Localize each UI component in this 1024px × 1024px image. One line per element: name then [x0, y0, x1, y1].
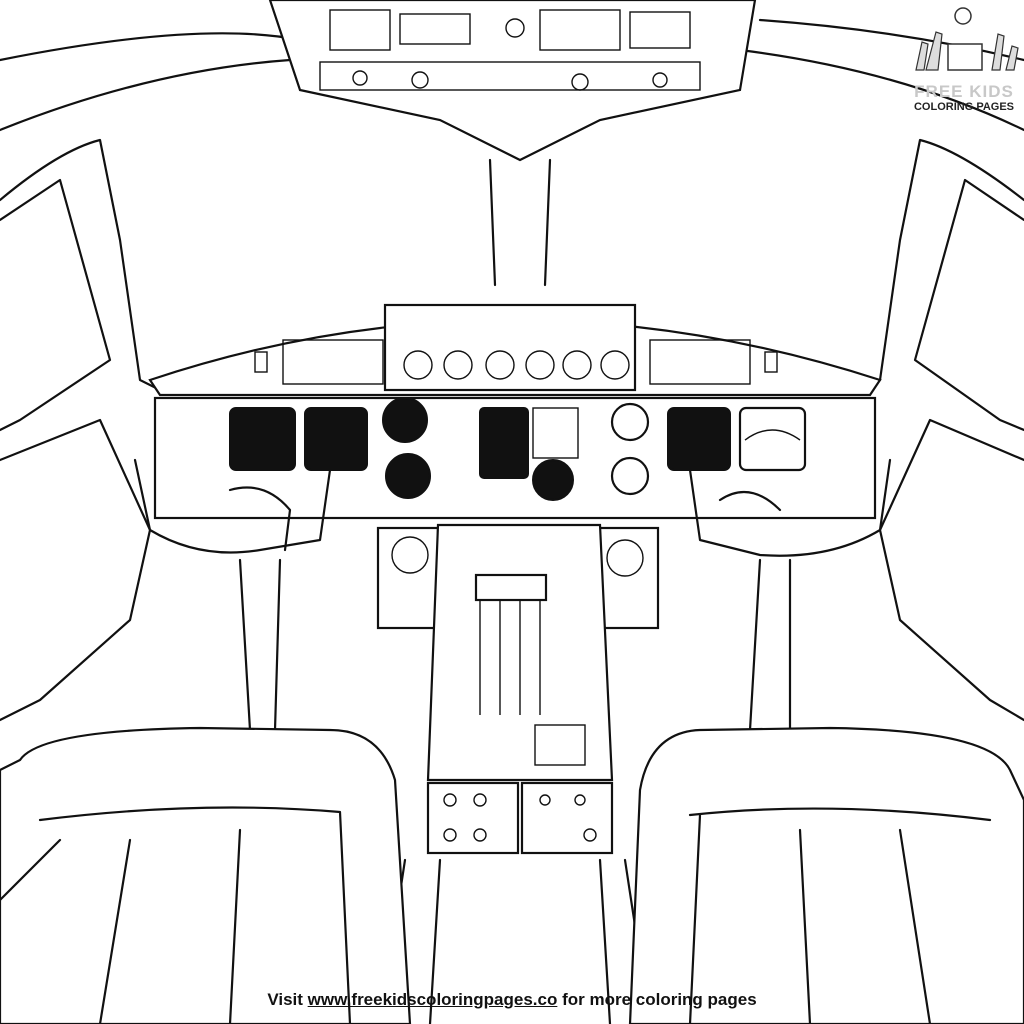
captain-seat	[0, 726, 412, 1024]
footer-link[interactable]: www.freekidscoloringpages.co	[307, 990, 558, 1009]
captain-yoke	[133, 458, 332, 554]
logo-line1: FREE KIDS	[914, 82, 1014, 101]
footer-credit: Visit www.freekidscoloringpages.co for m…	[0, 990, 1024, 1010]
throttle-levers	[474, 573, 548, 602]
pencils-icon	[915, 7, 1019, 71]
footer-prefix: Visit	[267, 990, 308, 1009]
fo-nd	[667, 407, 731, 471]
captain-nd	[304, 407, 368, 471]
footer-suffix: for more coloring pages	[557, 990, 757, 1009]
fo-pfd	[738, 406, 807, 472]
captain-pfd	[229, 407, 296, 471]
first-officer-seat	[628, 726, 1024, 1024]
overhead-panel	[268, 0, 757, 162]
center-display	[479, 407, 529, 479]
free-kids-logo: FREE KIDS COLORING PAGES	[908, 4, 1020, 124]
logo-line2: COLORING PAGES	[913, 101, 1015, 113]
first-officer-yoke	[688, 458, 892, 557]
